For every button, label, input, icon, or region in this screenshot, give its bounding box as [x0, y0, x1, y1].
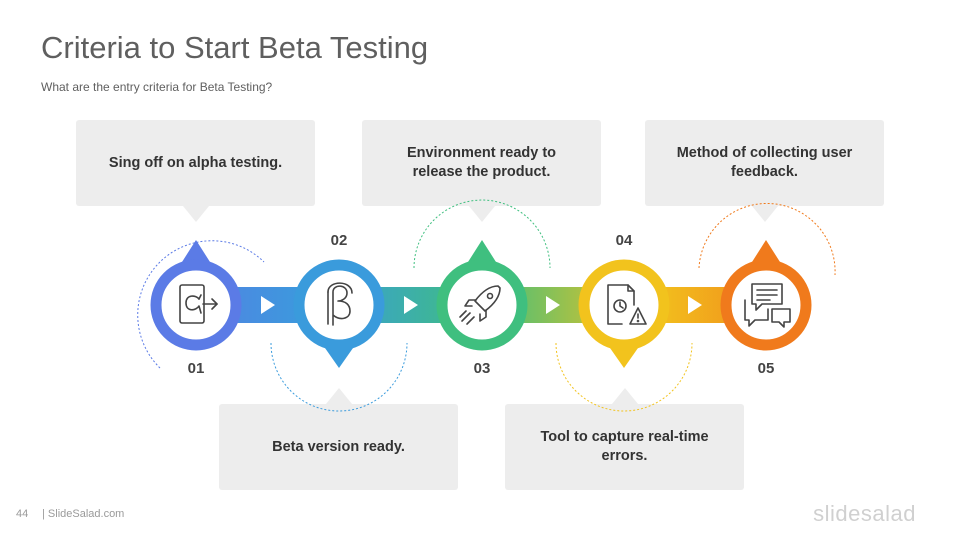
step-02-card-pointer	[325, 388, 352, 404]
step-03-ring	[436, 259, 528, 351]
step-03-card-pointer	[468, 206, 495, 222]
step-03-number: 03	[473, 360, 491, 377]
brand-logo: slidesalad	[813, 501, 916, 526]
step-02-pointer	[325, 348, 353, 368]
step-01-dashed-arc	[137, 240, 265, 369]
slide-subtitle: What are the entry criteria for Beta Tes…	[41, 80, 273, 94]
step-02-ring	[293, 259, 385, 351]
step-04-number: 04	[615, 232, 633, 249]
step-05-pointer	[752, 240, 780, 262]
step-02-card: Beta version ready.	[219, 388, 458, 490]
step-02-text: Beta version ready.	[272, 438, 405, 455]
step-01-card-pointer	[182, 206, 209, 222]
slide-title: Criteria to Start Beta Testing	[41, 30, 429, 65]
footer-site-link[interactable]: | SlideSalad.com	[42, 508, 125, 520]
flow-arrow-4	[688, 296, 702, 314]
chat-bubbles-icon	[744, 283, 791, 328]
step-01-text: Sing off on alpha testing.	[108, 154, 283, 171]
step-01-card: Sing off on alpha testing.	[76, 120, 315, 222]
step-05-text: Method of collecting user feedback.	[676, 145, 853, 180]
flow-arrow-2	[404, 296, 418, 314]
step-01-ring	[150, 259, 242, 351]
flow-arrow-3	[546, 296, 560, 314]
step-01-pointer	[182, 240, 210, 262]
step-02-number: 02	[330, 232, 348, 249]
step-04-pointer	[610, 348, 638, 368]
page-number: 44	[16, 508, 29, 520]
clock-warning-document-icon	[607, 284, 647, 325]
beta-icon	[327, 282, 353, 326]
step-04-ring	[578, 259, 670, 351]
step-05-ring	[720, 259, 812, 351]
step-04-text: Tool to capture real-time errors.	[540, 429, 709, 464]
rocket-icon	[459, 285, 501, 325]
step-03-pointer	[468, 240, 496, 262]
step-03-card: Environment ready to release the product…	[362, 120, 601, 222]
alpha-exit-icon	[179, 284, 218, 324]
step-04-card: Tool to capture real-time errors.	[505, 388, 744, 490]
flow-arrow-1	[261, 296, 275, 314]
step-01-number: 01	[187, 360, 205, 377]
step-03-text: Environment ready to release the product…	[406, 145, 557, 180]
step-05-card: Method of collecting user feedback.	[645, 120, 884, 222]
step-04-card-pointer	[611, 388, 638, 404]
step-05-card-pointer	[751, 206, 778, 222]
step-05-number: 05	[757, 360, 775, 377]
